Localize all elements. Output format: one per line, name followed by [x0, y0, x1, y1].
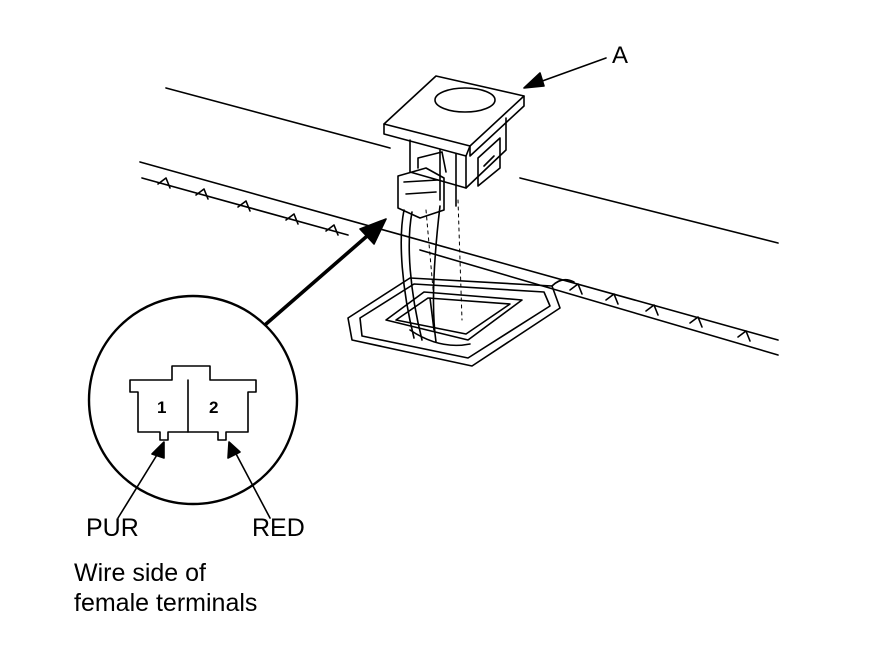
- installation-guides: [425, 199, 463, 321]
- harness-connector: [397, 151, 447, 219]
- pin-1-number: 1: [157, 398, 167, 417]
- panel-surface: [139, 87, 779, 356]
- detail-bubble: [87, 294, 299, 506]
- pin-arrows: [117, 441, 271, 519]
- panel-mounting-hole: [347, 277, 561, 367]
- switch-body: [383, 75, 525, 207]
- detail-caption: Wire side of female terminals: [74, 558, 257, 618]
- callout-a-leader: [523, 57, 607, 89]
- callout-a-label: A: [612, 42, 629, 69]
- harness-wires: [400, 205, 441, 343]
- connector-face: [129, 365, 257, 441]
- pin-2-number: 2: [209, 398, 219, 417]
- switch-button-icon: [434, 87, 496, 113]
- caption-line-2: female terminals: [74, 589, 258, 617]
- caption-line-1: Wire side of: [74, 559, 206, 587]
- pin-2-wire-color: RED: [252, 514, 305, 542]
- panel-trim-serration: [157, 177, 751, 342]
- pin-1-wire-color: PUR: [86, 514, 139, 542]
- detail-leader: [264, 218, 387, 326]
